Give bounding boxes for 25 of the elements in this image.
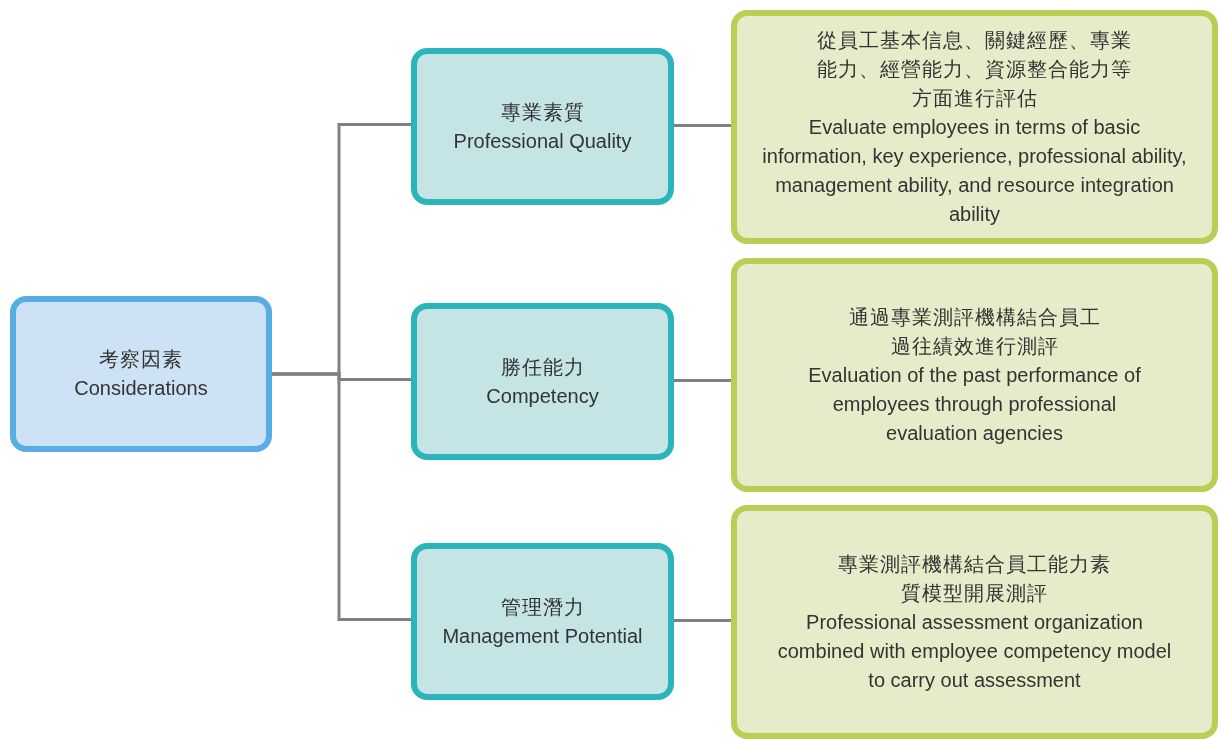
description-box [731,10,1218,244]
box-text: Evaluate employees in terms of basic information, key experience, professional ability, management ability, and resource integration ability [761,114,1188,227]
box-text: 考察因素 [99,347,183,372]
box-text: 通過專業測評機構結合員工過往績效進行測評 [847,304,1102,359]
connector-line [674,619,731,622]
factor-box [411,303,674,460]
box-text: 管理潛力 [500,594,585,620]
box-text: Professional assessment organization combined with employee competency model to carry out assessment [776,609,1173,693]
factor-box [411,543,674,700]
box-text: Evaluation of the past performance of employees through professional evaluation agencies [807,362,1142,446]
box-text: 專業測評機構結合員工能力素質模型開展測評 [837,551,1112,606]
connector-line [272,372,411,621]
connector-line [674,124,731,127]
box-text: 專業素質 [500,99,585,125]
box-text: 從員工基本信息、關鍵經歷、專業能力、經營能力、資源整合能力等方面進行評估 [816,27,1133,111]
topic-box [10,296,272,452]
box-text: Competency [486,383,599,409]
description-box [731,505,1218,739]
factor-box [411,48,674,205]
box-text: Considerations [74,376,208,401]
box-text: 勝任能力 [500,354,585,380]
connector-line [674,379,731,382]
box-text: Management Potential [442,623,643,649]
description-box [731,258,1218,492]
box-text: Professional Quality [453,128,632,154]
